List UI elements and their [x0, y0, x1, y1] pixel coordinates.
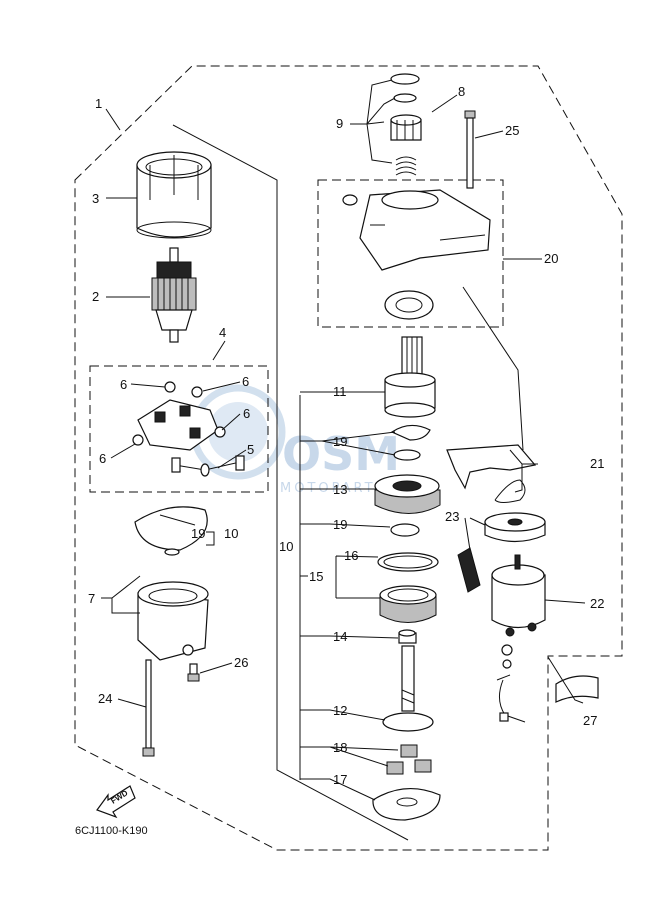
assembly-outline	[74, 65, 623, 851]
label-19a: 19	[191, 526, 205, 541]
label-24: 24	[98, 691, 112, 706]
watermark: OSM MOTOPARTS	[190, 384, 400, 496]
ring-part	[377, 552, 439, 572]
label-12: 12	[333, 703, 347, 718]
planet-gears	[386, 744, 432, 775]
label-10b: 10	[279, 539, 293, 554]
internal-gear	[379, 585, 437, 623]
bolt-26	[187, 663, 200, 682]
label-18: 18	[333, 740, 347, 755]
bolt-25	[464, 110, 476, 189]
washer-19	[390, 523, 420, 537]
label-6a: 6	[120, 377, 127, 392]
label-21: 21	[590, 456, 604, 471]
label-8: 8	[458, 84, 465, 99]
bracket-part	[342, 189, 491, 320]
label-22: 22	[590, 596, 604, 611]
part-labels: 1 3 2 4 6 6 6 6 5 19 10 7 26 24 8 9 25 2…	[88, 84, 604, 787]
shaft-part	[384, 336, 436, 418]
plate-17	[372, 787, 441, 821]
label-5: 5	[247, 442, 254, 457]
pinion-stack	[390, 73, 422, 176]
label-2: 2	[92, 289, 99, 304]
label-3: 3	[92, 191, 99, 206]
front-cover-part	[137, 581, 209, 661]
label-1: 1	[95, 96, 102, 111]
label-11: 11	[333, 384, 347, 399]
label-25: 25	[505, 123, 519, 138]
label-6c: 6	[243, 406, 250, 421]
label-7: 7	[88, 591, 95, 606]
watermark-main: OSM	[282, 427, 400, 481]
armature-part	[151, 247, 197, 343]
label-19c: 19	[333, 517, 347, 532]
label-6d: 6	[99, 451, 106, 466]
fwd-arrow: FWD	[96, 785, 136, 819]
lever-part	[446, 444, 537, 503]
leader-lines	[101, 79, 586, 801]
magnetic-switch	[491, 554, 546, 637]
bracket-box-20	[317, 179, 504, 328]
clip-washer	[390, 424, 431, 461]
label-13: 13	[333, 482, 347, 497]
label-19b: 19	[333, 434, 347, 449]
through-bolt	[142, 659, 155, 757]
label-26: 26	[234, 655, 248, 670]
label-10a: 10	[224, 526, 238, 541]
label-23: 23	[445, 509, 459, 524]
switch-cover-part	[457, 512, 546, 593]
plate-part	[134, 506, 208, 556]
label-17: 17	[333, 772, 347, 787]
label-15: 15	[309, 569, 323, 584]
carrier-part	[382, 645, 434, 732]
cap-27	[555, 675, 599, 703]
group-bracket-1	[172, 124, 409, 841]
lead-wire	[496, 644, 526, 723]
clutch-part	[374, 474, 441, 514]
label-20: 20	[544, 251, 558, 266]
brush-holder-part	[132, 381, 245, 477]
label-16: 16	[344, 548, 358, 563]
label-6b: 6	[242, 374, 249, 389]
bearing-14	[398, 629, 417, 644]
label-4: 4	[219, 325, 226, 340]
yoke-part	[136, 151, 212, 239]
brush-holder-box	[89, 365, 269, 493]
label-9: 9	[336, 116, 343, 131]
label-14: 14	[333, 629, 347, 644]
diagram-code: 6CJ1100-K190	[75, 825, 148, 837]
label-27: 27	[583, 713, 597, 728]
